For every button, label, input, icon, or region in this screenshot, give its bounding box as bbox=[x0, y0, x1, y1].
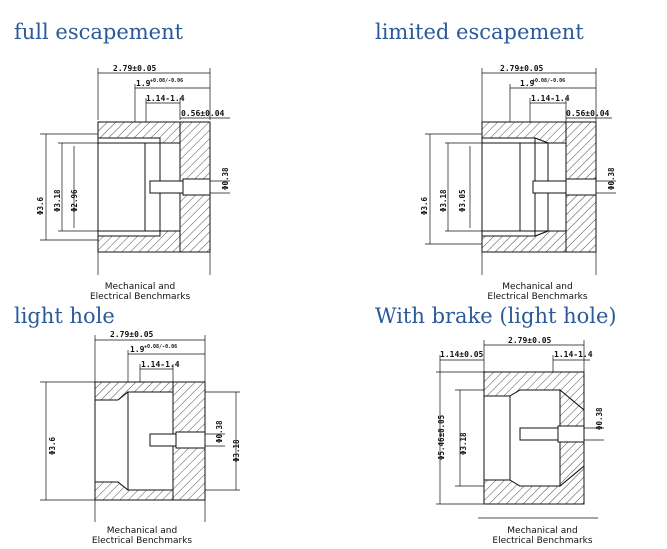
dim-bore: 1.9 bbox=[136, 79, 151, 88]
dim-overall: 2.79±0.05 bbox=[500, 64, 544, 73]
caption-line-1: Mechanical and bbox=[502, 282, 573, 292]
dim-inner: Φ2.96 bbox=[70, 189, 79, 212]
caption-line-1: Mechanical and bbox=[507, 526, 578, 536]
dim-range: 1.14-1.4 bbox=[146, 94, 185, 103]
dim-overall: 2.79±0.05 bbox=[113, 64, 157, 73]
dim-pin: Φ0.38 bbox=[595, 407, 604, 430]
dim-range: 1.14-1.4 bbox=[531, 94, 570, 103]
panel-caption: Mechanical and Electrical Benchmarks bbox=[87, 526, 197, 546]
dim-pin: Φ0.38 bbox=[607, 167, 616, 190]
drawing-limited-escapement: 2.79±0.05 1.9 +0.08/-0.06 1.14-1.4 0.56±… bbox=[420, 64, 616, 275]
dim-range: 1.14-1.4 bbox=[554, 350, 593, 359]
dim-bore-tol: +0.08/-0.06 bbox=[532, 78, 565, 84]
caption-line-2: Electrical Benchmarks bbox=[492, 536, 593, 546]
dim-outer: Φ5.46±0.05 bbox=[437, 415, 446, 460]
panel-title-full-escapement: full escapement bbox=[14, 20, 184, 44]
dim-outer: Φ3.6 bbox=[48, 436, 57, 455]
dim-pin: Φ0.38 bbox=[221, 167, 230, 190]
caption-line-2: Electrical Benchmarks bbox=[487, 292, 588, 302]
dim-pin: Φ0.38 bbox=[215, 420, 224, 443]
panel-title-with-brake: With brake (light hole) bbox=[375, 304, 617, 328]
panel-caption: Mechanical and Electrical Benchmarks bbox=[90, 282, 190, 302]
dim-overall: 2.79±0.05 bbox=[508, 336, 552, 345]
panel-caption: Mechanical and Electrical Benchmarks bbox=[485, 526, 600, 546]
dim-bore: 1.9 bbox=[130, 345, 145, 354]
dim-overall: 2.79±0.05 bbox=[110, 330, 154, 339]
drawing-full-escapement: 2.79±0.05 1.9 +0.08/-0.06 1.14-1.4 0.56±… bbox=[36, 64, 230, 275]
caption-line-1: Mechanical and bbox=[106, 526, 178, 536]
dim-bore-tol: +0.08/-0.06 bbox=[150, 78, 183, 84]
dim-outer: Φ3.6 bbox=[36, 196, 45, 215]
panel-caption: Mechanical and Electrical Benchmarks bbox=[480, 282, 595, 302]
dim-wall: 0.56±0.04 bbox=[181, 109, 225, 118]
drawing-light-hole: 2.79±0.05 1.9 +0.08/-0.06 1.14-1.4 Φ0.38… bbox=[40, 330, 241, 522]
dim-bore-tol: +0.08/-0.06 bbox=[144, 344, 177, 350]
dim-inner: Φ3.05 bbox=[458, 189, 467, 212]
dim-left: 1.14±0.05 bbox=[440, 350, 484, 359]
panel-title-limited-escapement: limited escapement bbox=[375, 20, 584, 44]
caption-line-1: Mechanical and bbox=[104, 282, 176, 292]
dim-mid: Φ3.18 bbox=[439, 189, 448, 212]
drawing-with-brake: 1.14±0.05 2.79±0.05 1.14-1.4 Φ0.38 Φ5.46… bbox=[436, 336, 604, 519]
dim-mid: Φ3.18 bbox=[232, 439, 241, 462]
dim-bore: 1.9 bbox=[520, 79, 535, 88]
panel-title-light-hole: light hole bbox=[14, 304, 115, 328]
caption-line-2: Electrical Benchmarks bbox=[91, 536, 193, 546]
dim-mid: Φ3.18 bbox=[459, 432, 468, 455]
dim-wall: 0.56±0.04 bbox=[566, 109, 610, 118]
caption-line-2: Electrical Benchmarks bbox=[90, 292, 191, 302]
dim-mid: Φ3.18 bbox=[53, 189, 62, 212]
dim-range: 1.14-1.4 bbox=[141, 360, 180, 369]
dim-outer: Φ3.6 bbox=[420, 196, 429, 215]
